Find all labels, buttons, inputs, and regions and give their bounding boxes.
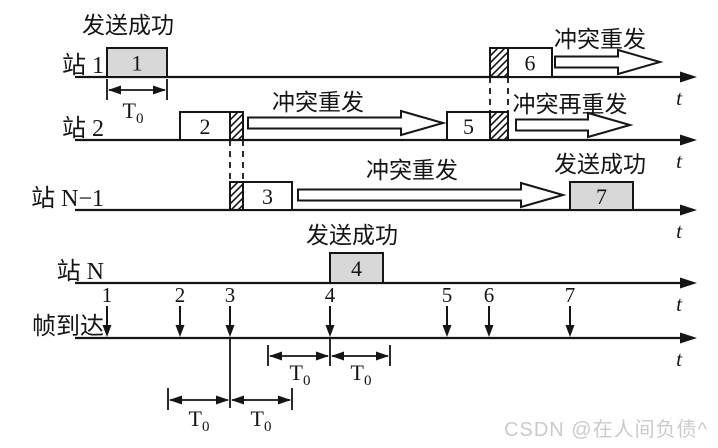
frame-number: 1: [132, 51, 143, 76]
t0-arrowhead-icon: [316, 351, 329, 361]
arrival-number: 7: [565, 283, 576, 307]
arrival-arrowhead-icon: [565, 325, 575, 337]
re-retry-arrow-station2-icon: [515, 111, 634, 139]
collision-hatch: [229, 181, 244, 211]
axis-t-label: t: [676, 292, 683, 316]
arrival-marker-4: 4: [325, 283, 336, 337]
caption-0: 发送成功: [82, 13, 174, 38]
axis-arrowhead-icon: [680, 204, 697, 216]
caption-4: 冲突重发: [366, 158, 458, 183]
axis-label-station-n-1: 站 N−1: [31, 185, 104, 212]
t0-label: T0: [123, 98, 144, 127]
t0-label: T0: [251, 406, 272, 435]
arrival-arrowhead-icon: [442, 325, 452, 337]
axis-t-label: t: [676, 219, 683, 243]
arrival-arrowhead-icon: [484, 325, 494, 337]
arrival-number: 6: [484, 283, 495, 307]
arrival-arrowhead-icon: [102, 325, 112, 337]
axis-label-station-1: 站 1: [62, 52, 104, 79]
t0-arrowhead-icon: [108, 85, 121, 95]
t0-arrowhead-icon: [153, 85, 166, 95]
frame-rect: [569, 181, 634, 211]
watermark: CSDN @在人间负债^: [504, 419, 708, 441]
axis-arrowhead-icon: [680, 134, 697, 146]
arrival-marker-7: 7: [565, 283, 576, 337]
retry-arrow-station-n-1-icon: [297, 181, 567, 209]
arrival-marker-6: 6: [484, 283, 495, 337]
t0-measure-0: T0: [106, 79, 168, 127]
retry-arrow-station1-icon: [554, 48, 664, 76]
t0-arrowhead-icon: [331, 351, 344, 361]
t0-arrowhead-icon: [278, 395, 291, 405]
t0-label: T0: [351, 360, 372, 389]
timeline-station-2: 站 2 t: [62, 115, 697, 173]
arrival-arrowhead-icon: [225, 325, 235, 337]
collision-hatch: [489, 47, 509, 78]
frame-number: 6: [525, 51, 536, 76]
arrival-number: 4: [325, 283, 336, 307]
frame-rect: [242, 181, 293, 211]
frame-box-6: 6: [489, 47, 553, 78]
t0-arrowhead-icon: [216, 395, 229, 405]
frame-number: 5: [463, 114, 474, 139]
arrival-arrowhead-icon: [325, 325, 335, 337]
frame-box-1: 1: [106, 47, 168, 78]
frame-box-7: 7: [569, 181, 634, 211]
t0-measure-2: T0 T0: [167, 339, 293, 435]
arrival-number: 3: [225, 283, 236, 307]
frame-rect: [179, 111, 231, 141]
caption-3: 冲突再重发: [513, 92, 628, 117]
arrival-number: 5: [442, 283, 453, 307]
frame-box-4: 4: [329, 252, 384, 284]
arrival-marker-1: 1: [102, 283, 113, 337]
axis-t-label: t: [676, 149, 683, 173]
axis-label-station-n: 站 N: [57, 258, 104, 285]
frame-number: 3: [262, 184, 273, 209]
retry-arrow-station2-icon: [247, 109, 447, 137]
frame-rect: [106, 47, 168, 78]
timeline-station-1: 站 1 t: [62, 52, 697, 110]
frame-rect: [329, 252, 384, 284]
frame-box-3: 3: [229, 181, 293, 211]
collision-hatch: [489, 111, 509, 141]
axis-arrowhead-icon: [680, 277, 697, 289]
arrival-number: 1: [102, 283, 113, 307]
frame-box-5: 5: [446, 111, 509, 141]
t0-arrowhead-icon: [231, 395, 244, 405]
axis-label-frame-arrival: 帧到达: [32, 313, 104, 340]
arrival-marker-3: 3: [225, 283, 236, 337]
axis-arrowhead-icon: [680, 332, 697, 344]
t0-measure-1: T0 T0: [267, 339, 391, 389]
axis-t-label: t: [676, 347, 683, 371]
arrival-arrowhead-icon: [175, 325, 185, 337]
t0-arrowhead-icon: [376, 351, 389, 361]
caption-2: 冲突重发: [272, 90, 364, 115]
frame-rect: [507, 47, 553, 78]
axis-arrowhead-icon: [680, 71, 697, 83]
t0-arrowhead-icon: [269, 351, 282, 361]
t0-arrowhead-icon: [169, 395, 182, 405]
frame-number: 7: [596, 184, 607, 209]
caption-5: 发送成功: [554, 152, 646, 177]
t0-label: T0: [189, 406, 210, 435]
caption-1: 冲突重发: [554, 27, 646, 52]
frame-number: 4: [351, 256, 362, 281]
collision-hatch: [229, 111, 244, 141]
caption-6: 发送成功: [306, 223, 398, 248]
frame-number: 2: [200, 114, 211, 139]
t0-label: T0: [290, 360, 311, 389]
axis-label-station-2: 站 2: [62, 115, 104, 142]
arrival-marker-5: 5: [442, 283, 453, 337]
arrival-marker-2: 2: [175, 283, 186, 337]
frame-box-2: 2: [179, 111, 244, 141]
timeline-frame-arrival: 帧到达 t: [32, 313, 697, 371]
arrival-number: 2: [175, 283, 186, 307]
axis-t-label: t: [676, 86, 683, 110]
